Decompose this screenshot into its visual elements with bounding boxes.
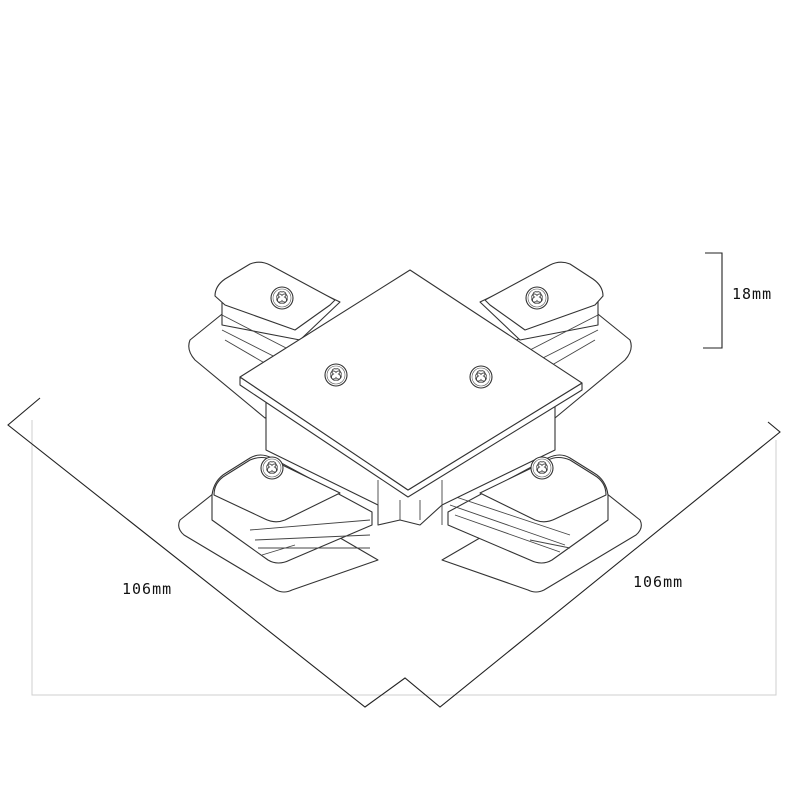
screw-icon <box>525 286 549 310</box>
screw-icon <box>270 286 294 310</box>
top-cover-plate <box>239 269 583 498</box>
screw-icon <box>530 456 554 480</box>
left-width-dimension-label: 106mm <box>122 580 173 598</box>
arm-bottom-right <box>441 454 642 593</box>
arm-bottom-left <box>178 454 379 593</box>
extension-lines <box>31 420 777 696</box>
screw-icon <box>324 363 348 387</box>
right-width-dimension-label: 106mm <box>633 573 684 591</box>
height-dimension-label: 18mm <box>732 285 773 303</box>
screw-icon <box>260 456 284 480</box>
height-dimension-bracket <box>703 252 723 349</box>
screw-icon <box>469 365 493 389</box>
left-width-dimension-line <box>7 397 781 708</box>
